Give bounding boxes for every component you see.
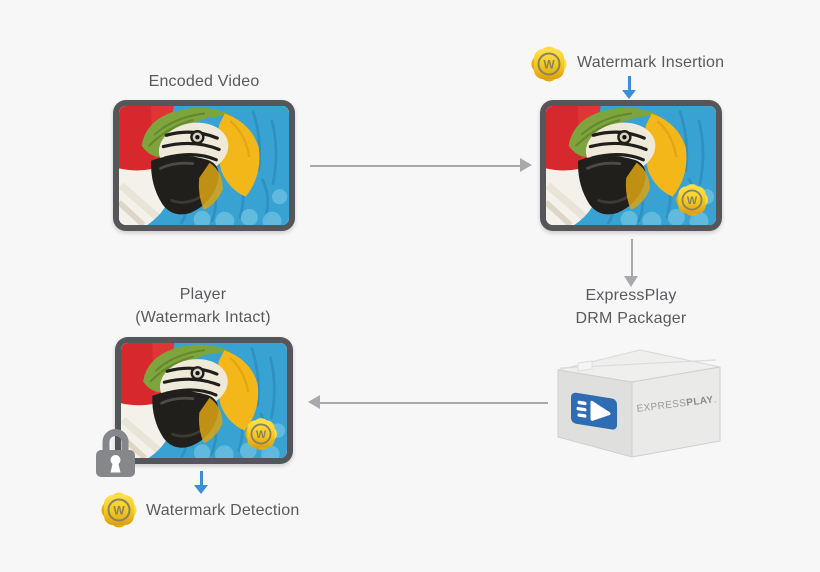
player-label: Player (Watermark Intact) <box>103 284 303 329</box>
player-image: W <box>121 343 287 458</box>
svg-text:W: W <box>256 429 267 441</box>
arrow-player-to-detection-icon <box>194 471 209 494</box>
watermark-badge-icon: W <box>672 180 712 220</box>
expressplay-box: EXPRESSPLAY. <box>557 349 721 458</box>
arrow-watermarked-to-packager-icon <box>624 239 639 287</box>
watermarked-video-screen: W <box>540 100 722 231</box>
arrow-insertion-down-icon <box>622 76 637 99</box>
watermark-badge-icon: W <box>527 42 571 86</box>
parrot-image <box>119 106 289 225</box>
watermark-badge-icon: W <box>97 488 141 532</box>
expressplay-logo-icon <box>571 392 617 430</box>
arrow-packager-to-player-icon <box>308 395 548 410</box>
arrow-encode-to-insertion-icon <box>310 158 532 173</box>
svg-text:W: W <box>543 58 555 72</box>
watermark-detection-label: Watermark Detection <box>146 502 300 519</box>
encoded-video-label: Encoded Video <box>148 73 260 90</box>
player-screen: W <box>96 337 293 477</box>
player-label-line1: Player <box>179 286 227 303</box>
lock-icon <box>96 429 135 477</box>
encoded-video-image <box>119 106 289 225</box>
watermark-badge-icon: W <box>241 414 281 454</box>
watermarked-video-image: W <box>546 106 716 225</box>
encoded-video-screen <box>113 100 295 231</box>
drm-packager-label: ExpressPlay DRM Packager <box>531 285 731 330</box>
watermark-insertion-label: Watermark Insertion <box>577 54 725 71</box>
svg-text:W: W <box>113 504 125 518</box>
player-label-line2: (Watermark Intact) <box>135 308 271 326</box>
drm-packager-label-line2: DRM Packager <box>575 309 687 327</box>
drm-packager-label-line1: ExpressPlay <box>585 287 677 304</box>
svg-text:W: W <box>687 195 698 207</box>
